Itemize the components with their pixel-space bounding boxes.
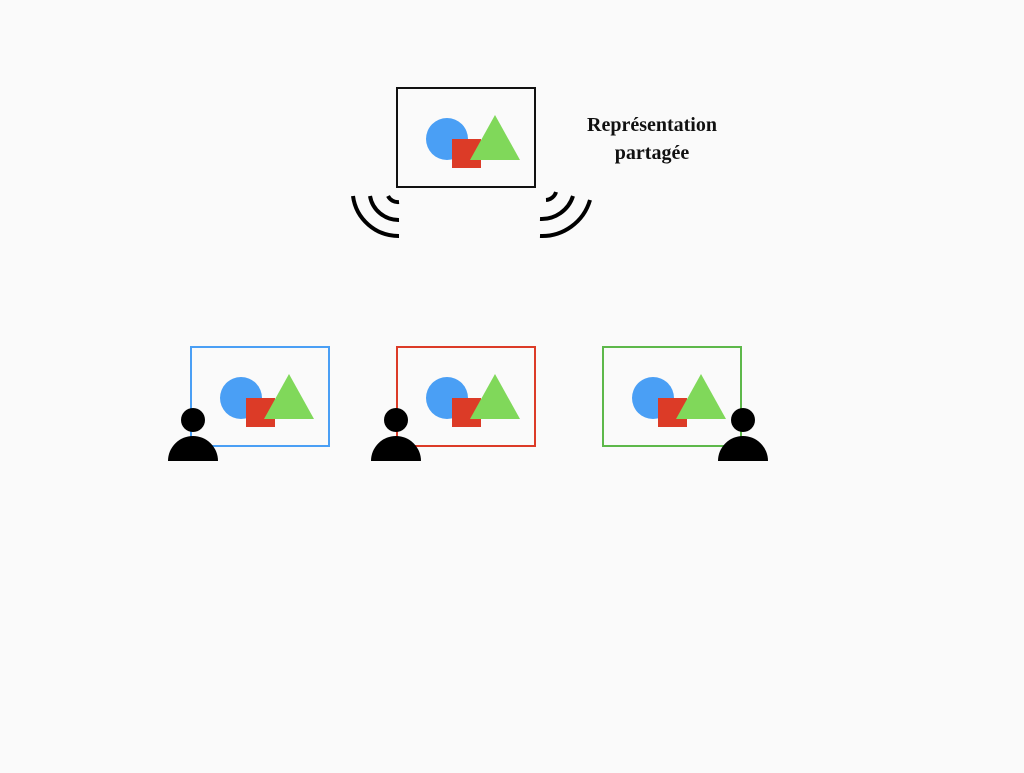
wireless-broadcast-icon — [351, 191, 592, 239]
caption-line-1: Représentation — [587, 114, 717, 136]
green-user-view — [602, 346, 768, 461]
blue-user-frame — [190, 346, 330, 447]
red-user-user-body — [371, 436, 421, 461]
broadcast-right-outer-arc — [539, 199, 592, 239]
green-user-user-body — [718, 436, 768, 461]
green-user-user-icon — [718, 408, 768, 461]
blue-user-triangle — [264, 374, 314, 419]
blue-user-user-icon — [168, 408, 218, 461]
broadcast-right-middle-arc — [539, 195, 575, 222]
red-user-view — [396, 346, 536, 447]
red-user-view — [371, 346, 536, 461]
shared-frame — [396, 87, 536, 188]
blue-user-user-body — [168, 436, 218, 461]
shared-view — [396, 87, 536, 188]
blue-user-user-head — [181, 408, 205, 432]
shared-triangle — [470, 115, 520, 160]
shared-representation-label: Représentation partagée — [560, 111, 744, 167]
local-views — [168, 346, 768, 461]
blue-user-view — [168, 346, 330, 461]
broadcast-left-middle-arc — [368, 195, 400, 223]
green-user-frame — [602, 346, 742, 447]
red-user-user-icon — [371, 408, 421, 461]
red-user-frame — [396, 346, 536, 447]
broadcast-right-inner-arc — [545, 191, 558, 202]
green-user-view — [602, 346, 742, 447]
green-user-triangle — [676, 374, 726, 419]
broadcast-left-inner-arc — [386, 194, 400, 205]
red-user-user-head — [384, 408, 408, 432]
broadcast-left-outer-arc — [351, 195, 400, 239]
caption-line-2: partagée — [614, 142, 690, 164]
blue-user-view — [190, 346, 330, 447]
green-user-user-head — [731, 408, 755, 432]
red-user-triangle — [470, 374, 520, 419]
shared-view — [396, 87, 536, 188]
